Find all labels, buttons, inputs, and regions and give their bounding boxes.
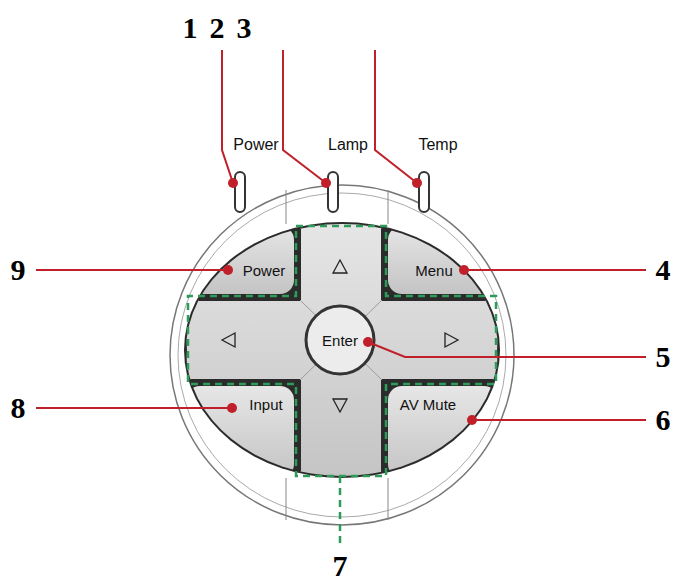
button-label: Power [243,263,286,278]
leader-dots [223,178,477,425]
lamp-led [328,172,338,212]
callout-number: 5 [656,342,671,372]
power-led [235,172,245,212]
callout-number: 4 [656,255,671,285]
housing-outline [170,185,514,525]
power-button [186,226,294,294]
led-label: Temp [418,137,457,153]
enter-button [306,306,374,374]
left-arrow-symbol [222,333,235,347]
input-button [186,386,294,478]
button-label: Enter [322,333,358,348]
down-arrow-symbol [333,399,347,412]
leader-line [339,476,342,548]
buttons [186,222,498,480]
callout-number: 6 [656,405,671,435]
up-arrow-symbol [333,260,347,273]
button-label: AV Mute [400,397,456,412]
right-arrow-symbol [445,333,458,347]
group-outline [188,226,496,476]
temp-led [419,172,429,212]
direction-pad-seams [300,300,382,380]
menu-button [388,226,498,294]
button-label: Menu [415,263,453,278]
led-label: Lamp [328,137,368,153]
av-mute-button [388,386,498,478]
callout-number: 2 [210,13,225,43]
callout-number: 3 [237,13,252,43]
button-label: Input [249,397,282,412]
callout-number: 9 [11,255,26,285]
led-label: Power [233,137,278,153]
housing-inner-outline [178,193,506,517]
callout-number: 7 [333,551,348,581]
direction-pad [186,222,498,480]
callout-number: 8 [11,393,26,423]
leader-lines [36,50,646,420]
callout-number: 1 [183,13,198,43]
